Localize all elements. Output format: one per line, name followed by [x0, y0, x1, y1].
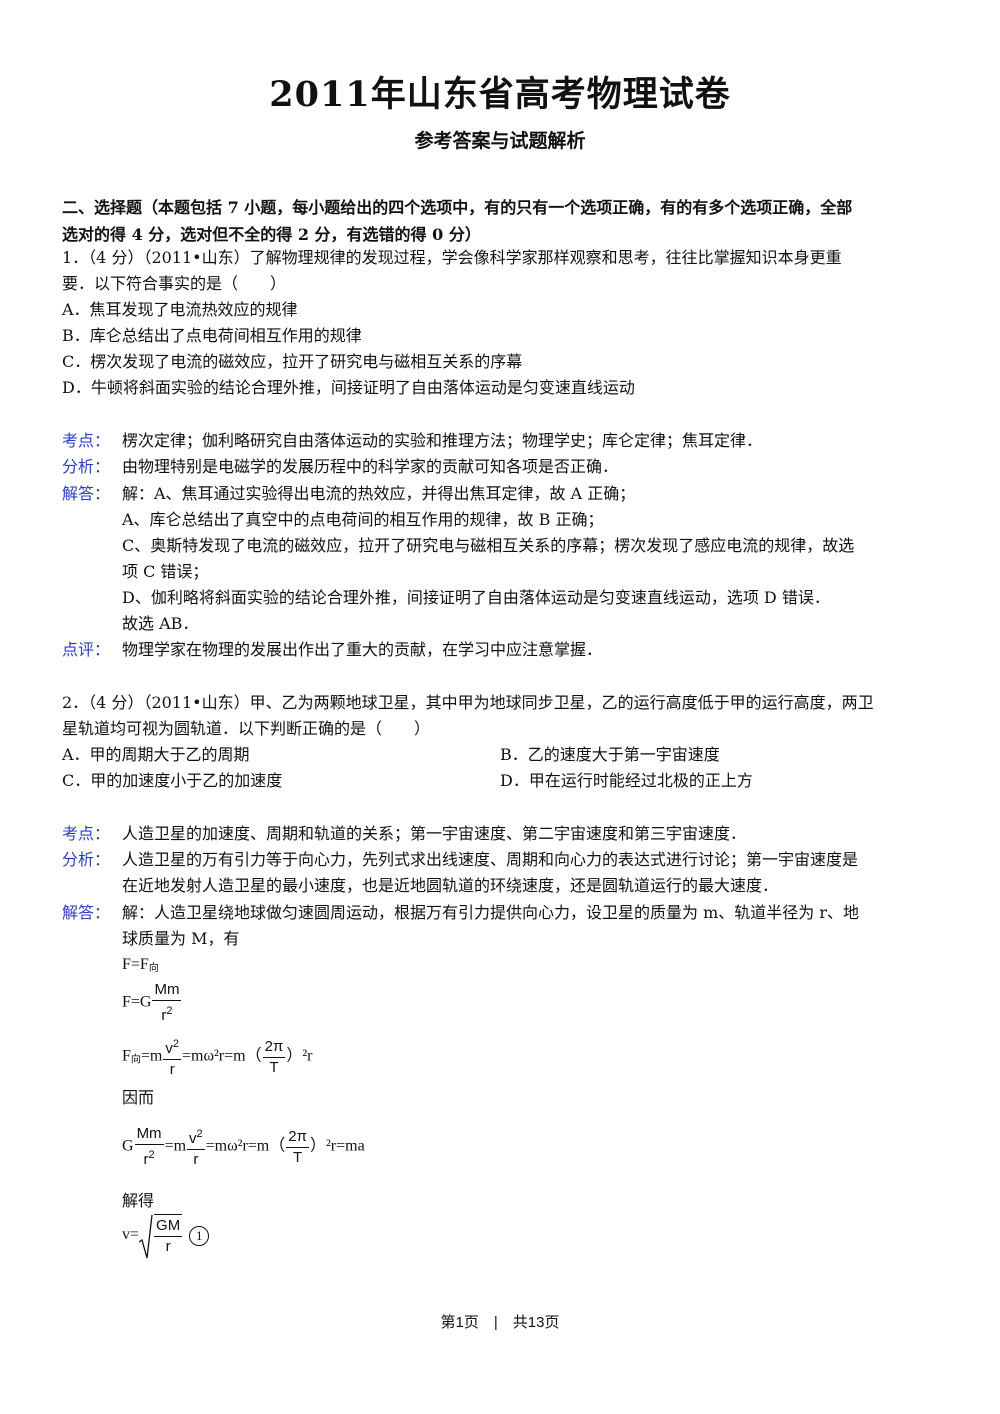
eq4-middle-2: =mω²r=m（: [205, 1137, 286, 1155]
q1-stem-line-2: 要．以下符合事实的是（ ）: [62, 274, 287, 293]
section-heading-line-2: 选对的得 4 分，选对但不全的得 2 分，有选错的得 0 分）: [62, 225, 481, 244]
fraction-numerator: v2: [187, 1124, 205, 1150]
fraction-numerator: 2π: [286, 1127, 309, 1148]
eq3-end: ）²r: [286, 1047, 313, 1065]
q1-option-c: C．楞次发现了电流的磁效应，拉开了研究电与磁相互关系的序幕: [62, 352, 523, 371]
q1-stem-line-1: 1．（4 分）（2011•山东）了解物理规律的发现过程，学会像科学家那样观察和思…: [62, 248, 842, 267]
fraction-denominator: r2: [161, 1005, 173, 1024]
radical-sign-icon: [139, 1214, 153, 1259]
page-subtitle: 参考答案与试题解析: [414, 130, 586, 152]
eq3-left: F: [122, 1047, 131, 1065]
q1-dianping-label: 点评：: [62, 640, 111, 659]
q2-option-b: B．乙的速度大于第一宇宙速度: [500, 745, 720, 764]
fraction-mm-over-r2: Mm r2: [152, 980, 182, 1026]
q2-fenxi-line-2: 在近地发射人造卫星的最小速度，也是近地圆轨道的环绕速度，还是圆轨道运行的最大速度…: [122, 876, 779, 895]
q2-kaodian-text: 人造卫星的加速度、周期和轨道的关系；第一宇宙速度、第二宇宙速度和第三宇宙速度．: [122, 824, 747, 843]
text-yin-er: 因而: [122, 1088, 155, 1107]
q1-fenxi-label: 分析：: [62, 457, 111, 476]
equation-f-equals-f-centripetal: F=F向: [122, 956, 159, 974]
text-jie-de: 解得: [122, 1191, 155, 1210]
page-footer: 第1页 | 共13页: [440, 1314, 560, 1331]
q1-kaodian-label: 考点：: [62, 431, 111, 450]
q1-dianping-text: 物理学家在物理的发展出作出了重大的贡献，在学习中应注意掌握．: [122, 640, 603, 659]
fraction-denominator: r: [169, 1061, 175, 1078]
q1-jieda-line: 项 C 错误；: [122, 562, 209, 581]
q1-jieda-line: C、奥斯特发现了电流的磁效应，拉开了研究电与磁相互关系的序幕；楞次发现了感应电流…: [122, 536, 855, 555]
fraction-denominator: r2: [143, 1149, 155, 1168]
q2-stem-line-2: 星轨道均可视为圆轨道．以下判断正确的是（ ）: [62, 719, 431, 738]
q1-jieda-line: A、库仑总结出了真空中的点电荷间的相互作用的规律，故 B 正确；: [122, 510, 604, 529]
eq3-middle: =mω²r=m（: [182, 1047, 262, 1065]
eq5-left: v=: [122, 1226, 140, 1244]
eq3-equals: =m: [140, 1047, 163, 1065]
q1-jieda-line: 故选 AB．: [122, 614, 199, 633]
q2-jieda-line-2: 球质量为 M，有: [122, 929, 240, 948]
q1-option-d: D．牛顿将斜面实验的结论合理外推，间接证明了自由落体运动是匀变速直线运动: [62, 378, 635, 397]
q2-jieda-label: 解答：: [62, 903, 111, 922]
eq1-left: F=F: [122, 956, 149, 973]
q2-kaodian-label: 考点：: [62, 824, 111, 843]
q2-jieda-line-1: 解：人造卫星绕地球做匀速圆周运动，根据万有引力提供向心力，设卫星的质量为 m、轨…: [122, 903, 859, 922]
page-title: 2011年山东省高考物理试卷: [269, 74, 731, 115]
fraction-denominator: T: [293, 1148, 303, 1166]
section-heading-line-1: 二、选择题（本题包括 7 小题，每小题给出的四个选项中，有的只有一个选项正确，有…: [62, 198, 853, 217]
circled-number-one: 1: [189, 1225, 210, 1246]
eq4-left: G: [122, 1137, 134, 1155]
q2-option-d: D．甲在运行时能经过北极的正上方: [500, 771, 753, 790]
q2-fenxi-label: 分析：: [62, 850, 111, 869]
eq1-subscript: 向: [148, 963, 159, 974]
fraction-numerator: Mm: [134, 1124, 164, 1145]
fraction-denominator: r: [193, 1151, 199, 1168]
q1-kaodian-text: 楞次定律；伽利略研究自由落体运动的实验和推理方法；物理学史；库仑定律；焦耳定律．: [122, 431, 763, 450]
section-heading: 二、选择题（本题包括 7 小题，每小题给出的四个选项中，有的只有一个选项正确，有…: [62, 194, 942, 248]
eq3-subscript: 向: [130, 1054, 141, 1066]
q2-option-c: C．甲的加速度小于乙的加速度: [62, 771, 283, 790]
fraction-denominator: r: [165, 1238, 171, 1255]
q1-jieda-line: D、伽利略将斜面实验的结论合理外推，间接证明了自由落体运动是匀变速直线运动，选项…: [122, 588, 830, 607]
fraction-numerator: Mm: [152, 980, 182, 1001]
eq4-end: ）²r=ma: [309, 1137, 365, 1155]
eq4-middle-1: =m: [164, 1137, 187, 1155]
fraction-mm-over-r2: Mm r2: [134, 1124, 164, 1170]
fraction-numerator: GM: [154, 1216, 183, 1237]
q1-option-b: B．库仑总结出了点电荷间相互作用的规律: [62, 326, 362, 345]
fraction-numerator: v2: [163, 1034, 181, 1060]
q1-jieda-label: 解答：: [62, 484, 111, 503]
q1-jieda-line: 解：A、焦耳通过实验得出电流的热效应，并得出焦耳定律，故 A 正确；: [122, 484, 636, 503]
q2-stem-line-1: 2．（4 分）（2011•山东）甲、乙为两颗地球卫星，其中甲为地球同步卫星，乙的…: [62, 693, 874, 712]
eq2-left: F=G: [122, 993, 152, 1011]
q2-fenxi-line-1: 人造卫星的万有引力等于向心力，先列式求出线速度、周期和向心力的表达式进行讨论；第…: [122, 850, 859, 869]
q1-option-a: A．焦耳发现了电流热效应的规律: [62, 300, 298, 319]
q2-option-a: A．甲的周期大于乙的周期: [62, 745, 250, 764]
q1-fenxi-text: 由物理特别是电磁学的发展历程中的科学家的贡献可知各项是否正确．: [122, 457, 619, 476]
fraction-numerator: 2π: [262, 1037, 286, 1058]
fraction-denominator: T: [269, 1058, 279, 1076]
